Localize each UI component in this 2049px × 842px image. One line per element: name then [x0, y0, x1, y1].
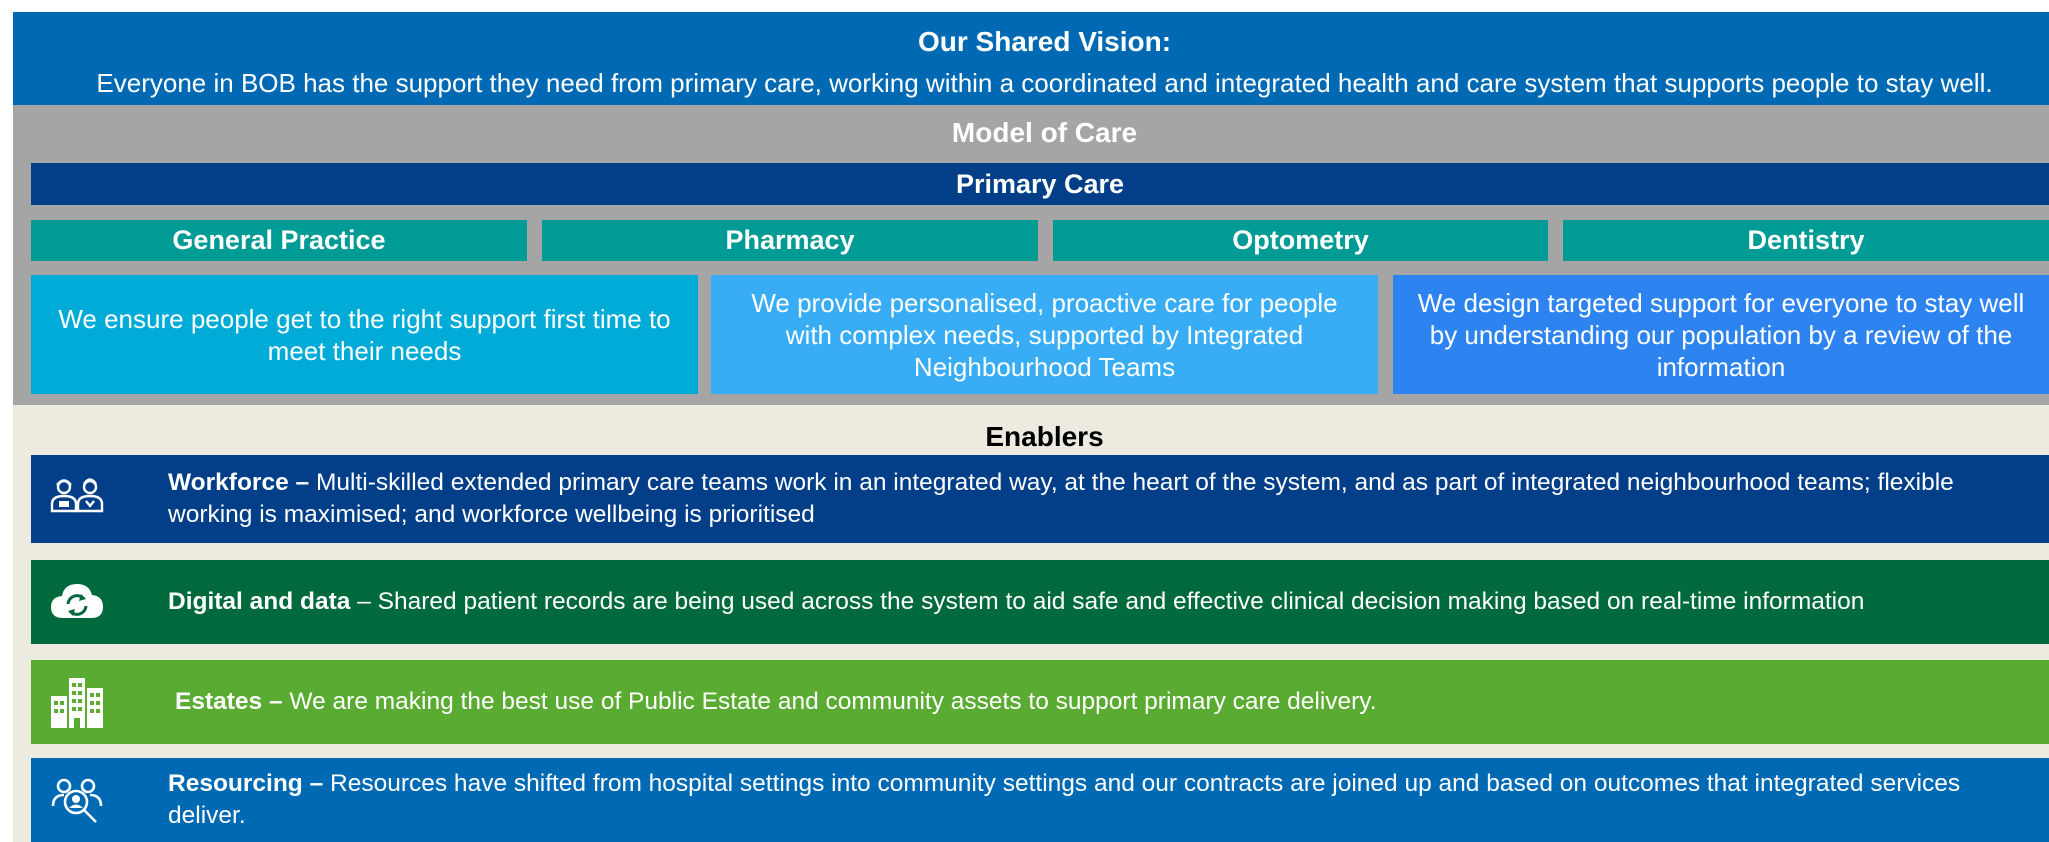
- sector-pharmacy: Pharmacy: [542, 220, 1038, 261]
- enabler-resourcing-text: Resourcing – Resources have shifted from…: [168, 768, 2031, 832]
- enabler-workforce-heading: Workforce –: [168, 469, 310, 496]
- enabler-workforce-text: Workforce – Multi-skilled extended prima…: [168, 467, 2031, 531]
- enabler-digital-heading: Digital and data: [168, 588, 351, 615]
- enabler-workforce-description: Multi-skilled extended primary care team…: [168, 469, 1954, 528]
- enabler-resourcing-description: Resources have shifted from hospital set…: [168, 770, 1961, 829]
- enabler-estates: Estates – We are making the best use of …: [31, 660, 2049, 744]
- vision-banner: Our Shared Vision: Everyone in BOB has t…: [13, 12, 2049, 105]
- enabler-estates-description: We are making the best use of Public Est…: [282, 688, 1377, 715]
- enabler-resourcing-heading: Resourcing –: [168, 770, 324, 797]
- enabler-workforce: Workforce – Multi-skilled extended prima…: [31, 455, 2049, 543]
- statement-personalised-care: We provide personalised, proactive care …: [711, 275, 1378, 394]
- workforce-icon: [50, 478, 104, 513]
- people-search-icon: [51, 778, 103, 823]
- vision-title: Our Shared Vision:: [917, 26, 1172, 57]
- enabler-digital-text: Digital and data – Shared patient record…: [168, 586, 2031, 618]
- sector-dentistry: Dentistry: [1563, 220, 2049, 261]
- statement-right-support: We ensure people get to the right suppor…: [31, 275, 698, 394]
- enabler-estates-heading: Estates –: [175, 688, 283, 715]
- enablers-title: Enablers: [985, 421, 1104, 452]
- sector-optometry: Optometry: [1053, 220, 1548, 261]
- sector-general-practice: General Practice: [31, 220, 527, 261]
- buildings-icon: [51, 678, 103, 728]
- primary-care-bar: Primary Care: [31, 163, 2049, 205]
- enabler-digital-and-data: Digital and data – Shared patient record…: [31, 560, 2049, 644]
- cloud-sync-icon: [51, 584, 103, 618]
- enabler-digital-description: – Shared patient records are being used …: [350, 588, 1865, 615]
- enabler-estates-text: Estates – We are making the best use of …: [175, 686, 2031, 718]
- enabler-resourcing: Resourcing – Resources have shifted from…: [31, 758, 2049, 842]
- model-of-care-title: Model of Care: [951, 117, 1138, 148]
- vision-statement: Everyone in BOB has the support they nee…: [96, 68, 1993, 98]
- statement-targeted-support: We design targeted support for everyone …: [1393, 275, 2049, 394]
